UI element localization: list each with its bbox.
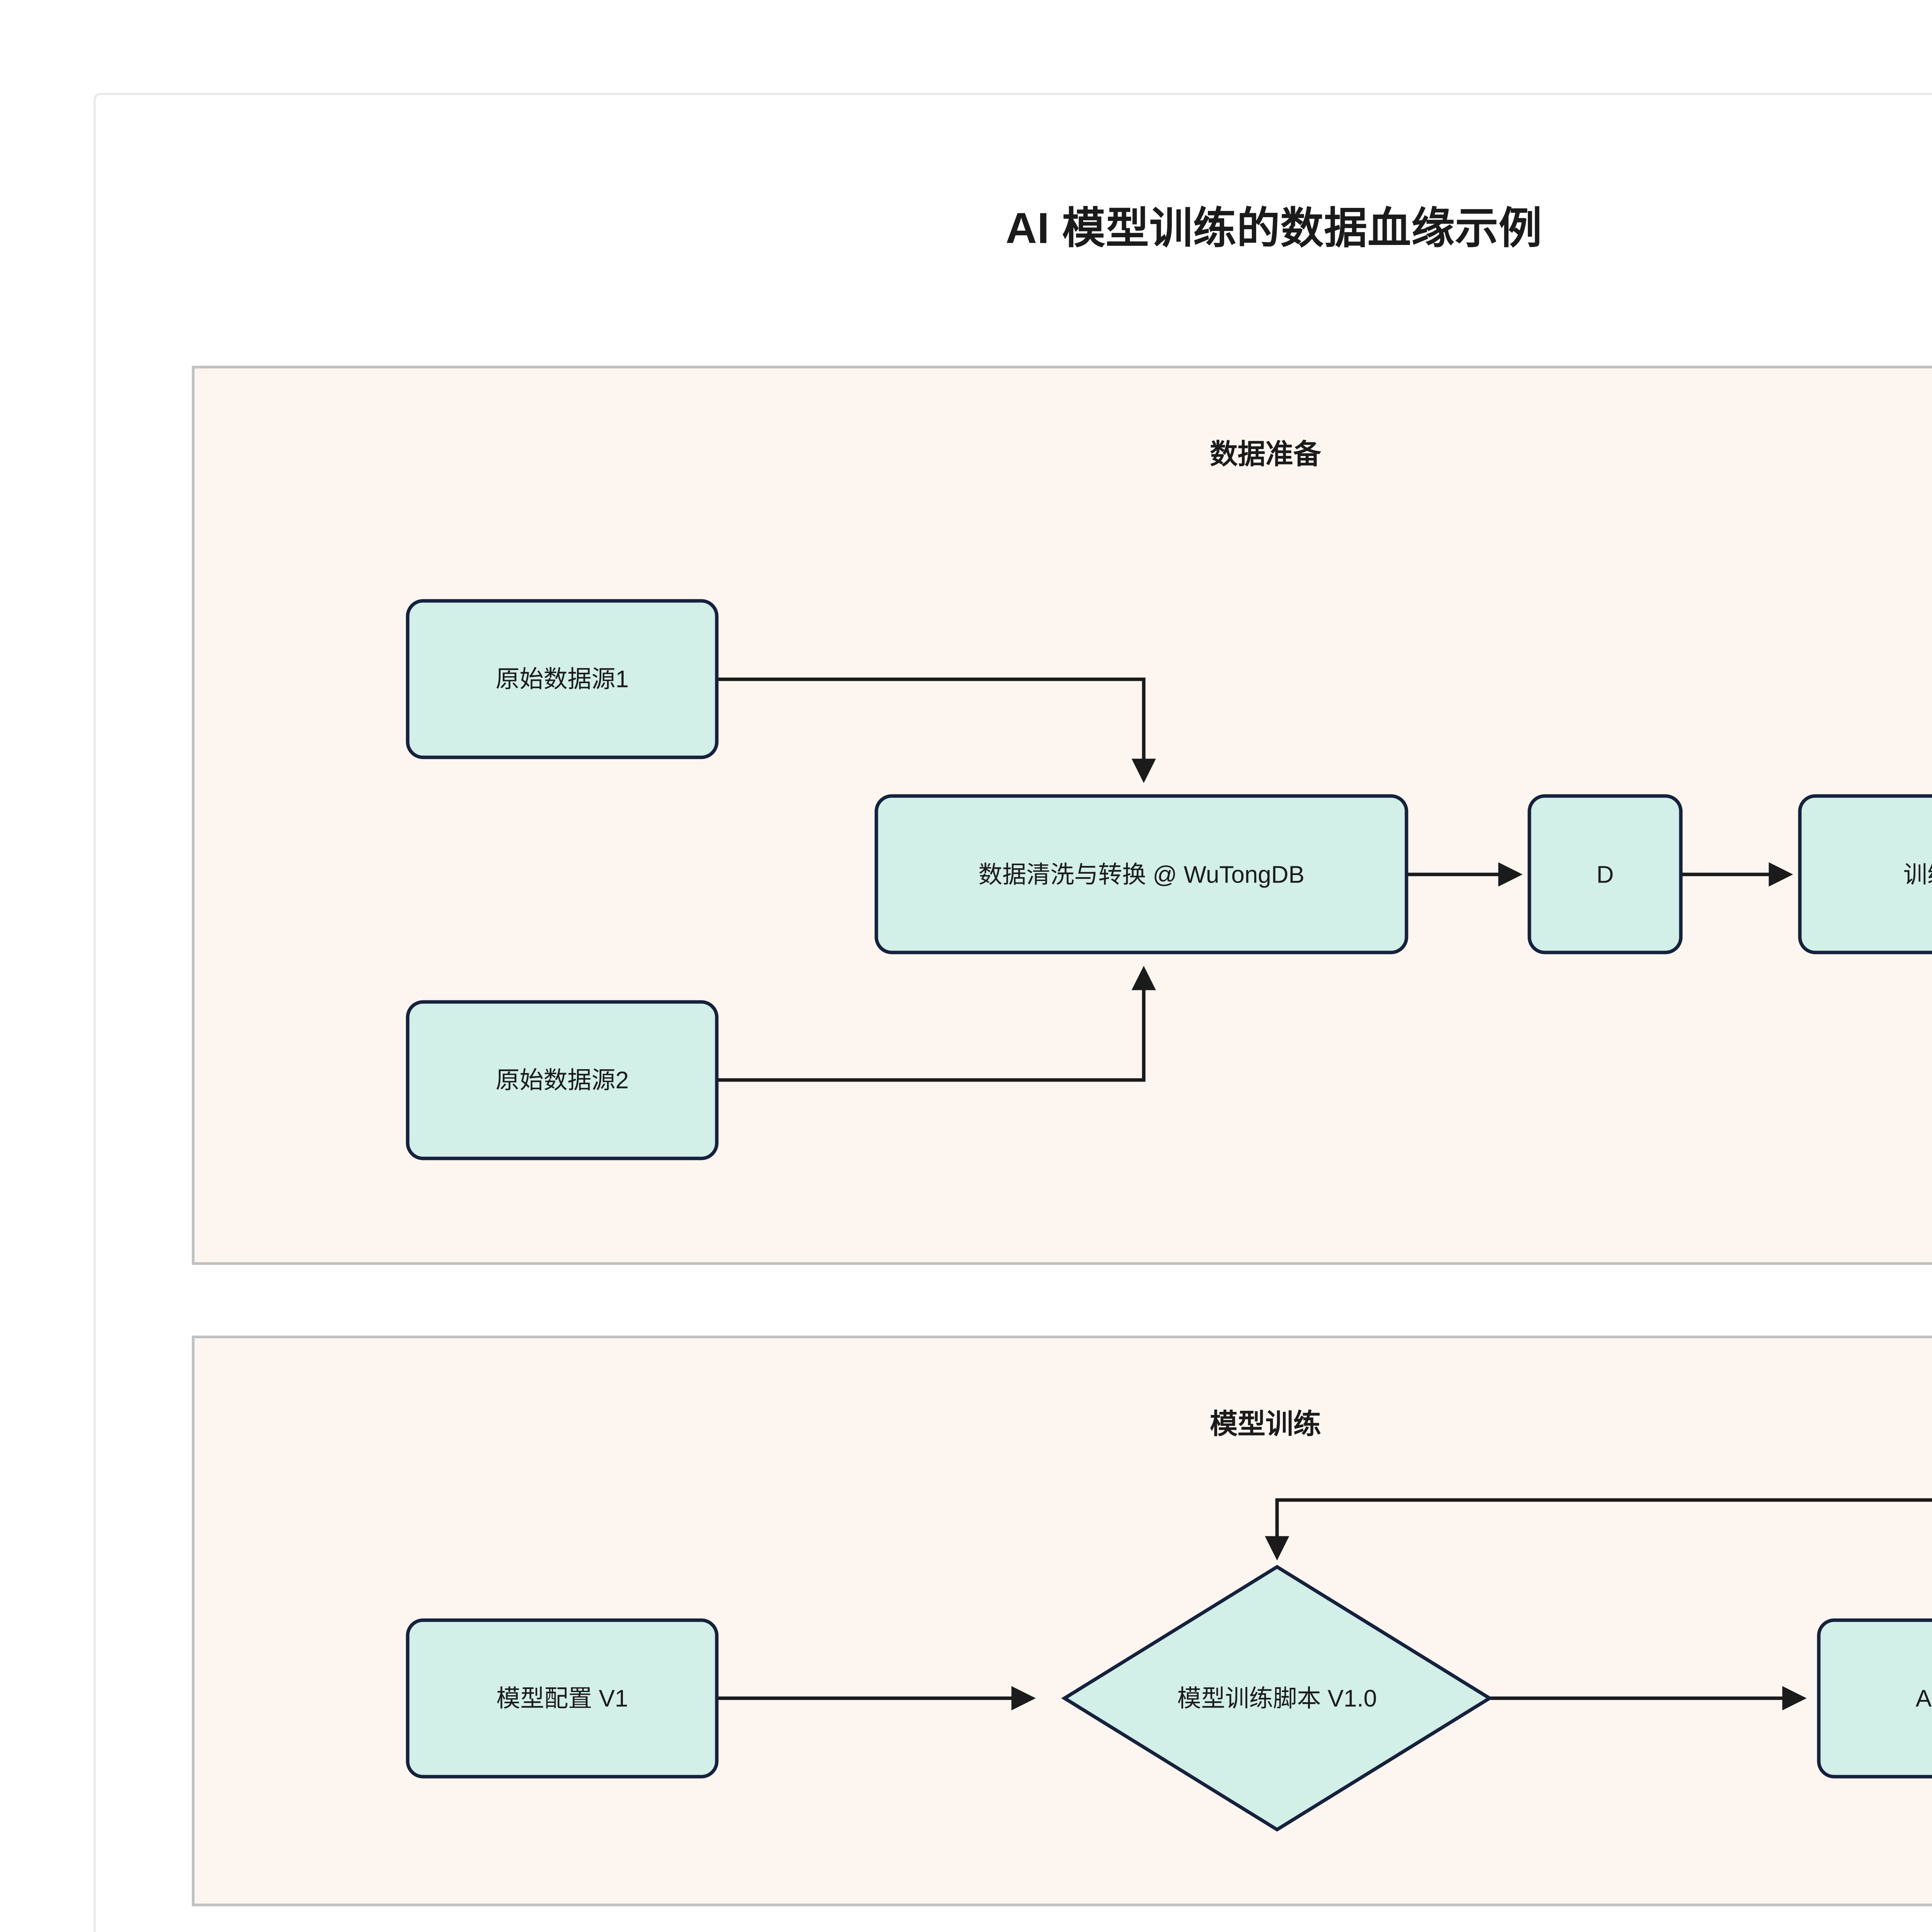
node-training-script-v1[interactable]: 模型训练脚本 V1.0 — [1061, 1565, 1493, 1832]
node-raw-data-source-2-shape[interactable] — [406, 1000, 719, 1160]
node-data-clean-transform[interactable]: 数据清洗与转换 @ WuTongDB — [874, 794, 1408, 954]
subgraph-data-preparation-title: 数据准备 — [1210, 439, 1321, 470]
node-ai-model-v1-shape[interactable] — [1817, 1618, 1932, 1779]
node-raw-data-source-1[interactable]: 原始数据源1 — [406, 599, 719, 759]
node-raw-data-source-1-shape[interactable] — [406, 599, 719, 759]
edge-raw1-to-clean — [717, 677, 1156, 783]
node-ai-model-v1[interactable]: AI 模型 V1 — [1817, 1618, 1932, 1779]
node-model-config-v1-shape[interactable] — [406, 1618, 719, 1779]
node-raw-data-source-2-label: 原始数据源2 — [496, 1067, 629, 1094]
node-raw-data-source-1-label: 原始数据源1 — [496, 666, 629, 692]
node-training-dataset-1-label: 训练数据集1 — [1903, 861, 1932, 888]
node-data-clean-transform-shape[interactable] — [874, 794, 1408, 954]
node-training-dataset-1-shape[interactable] — [1798, 794, 1932, 954]
node-d-label: D — [1597, 861, 1614, 888]
node-d[interactable]: D — [1527, 794, 1683, 954]
subgraph-model-training-title: 模型训练 — [1210, 1409, 1321, 1440]
page-title: AI 模型训练的数据血缘示例 — [1005, 204, 1543, 252]
node-model-config-v1-label: 模型配置 V1 — [496, 1685, 628, 1712]
node-model-config-v1[interactable]: 模型配置 V1 — [406, 1618, 719, 1779]
node-training-script-v1-shape[interactable] — [1061, 1565, 1493, 1832]
node-training-script-v1-label: 模型训练脚本 V1.0 — [1177, 1685, 1377, 1712]
node-d-shape[interactable] — [1527, 794, 1683, 954]
edge-dataset1-to-trainscript — [1265, 1498, 1932, 1561]
node-raw-data-source-2[interactable]: 原始数据源2 — [406, 1000, 719, 1160]
edge-raw2-to-clean — [717, 966, 1156, 1082]
node-data-clean-transform-label: 数据清洗与转换 @ WuTongDB — [978, 861, 1304, 888]
node-training-dataset-1[interactable]: 训练数据集1 — [1798, 794, 1932, 954]
node-ai-model-v1-label: AI 模型 V1 — [1916, 1685, 1932, 1712]
